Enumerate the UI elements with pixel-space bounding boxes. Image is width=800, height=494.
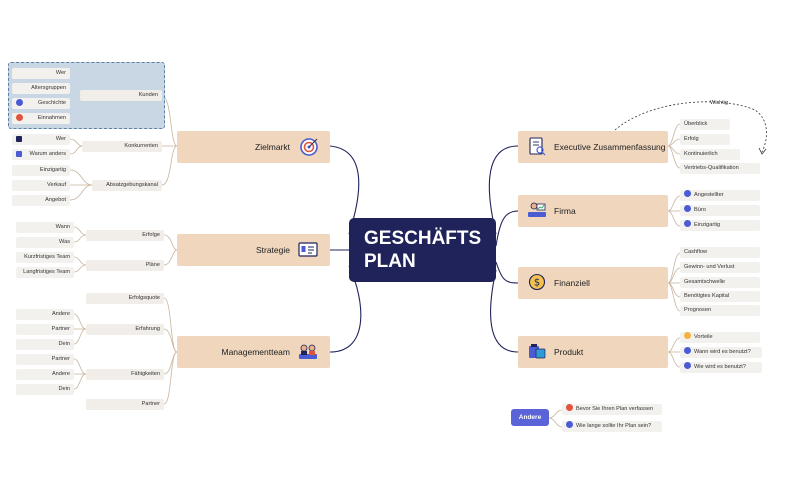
star-icon: [684, 332, 691, 340]
question-icon: [684, 362, 691, 370]
info-icon: [16, 99, 23, 106]
leaf-konkurrenten-warum-label: Warum anders: [29, 151, 66, 157]
question-icon: [16, 150, 22, 157]
floating-topic-andere[interactable]: Andere: [511, 409, 549, 426]
leaf-finanz-gewinn[interactable]: Gewinn- und Verlust: [680, 262, 760, 273]
leaf-produkt-wann[interactable]: Wann wird es benutzt?: [680, 347, 762, 358]
leaf-erfahrung-dein[interactable]: Dein: [16, 339, 74, 350]
topic-produkt-label: Produkt: [554, 347, 584, 357]
topic-executive-zusammenfassung[interactable]: Executive Zusammenfassung: [518, 131, 668, 163]
leaf-konkurrenten-warum[interactable]: Warum anders: [12, 149, 70, 160]
leaf-executive-erfolg[interactable]: Erfolg: [680, 134, 730, 145]
strategy-board-icon: [298, 242, 318, 257]
topic-strategie-label: Strategie: [255, 245, 290, 255]
svg-text:$: $: [534, 278, 540, 289]
leaf-firma-einzigartig-label: Einzigartig: [694, 222, 721, 228]
sub-erfolge[interactable]: Erfolge: [86, 230, 164, 241]
leaf-absatz-verkauf[interactable]: Verkauf: [12, 180, 70, 191]
central-topic-line-1: GESCHÄFTS: [364, 228, 482, 249]
leaf-produkt-wie[interactable]: Wie wird es benutzt?: [680, 362, 762, 373]
question-icon: [684, 347, 691, 355]
topic-zielmarkt-label: Zielmarkt: [255, 142, 290, 152]
leaf-finanz-kapital[interactable]: Benötigtes Kapital: [680, 291, 760, 302]
leaf-finanz-gesamtschwelle[interactable]: Gesamtschwelle: [680, 277, 760, 288]
leaf-executive-vertrieb[interactable]: Vertriebs-Qualifikation: [680, 163, 760, 174]
sub-konkurrenten[interactable]: Konkurrenten: [82, 141, 162, 152]
topic-firma[interactable]: Firma: [518, 195, 668, 227]
info-icon: [684, 190, 691, 198]
leaf-produkt-wie-label: Wie wird es benutzt?: [694, 364, 746, 370]
alert-icon: [566, 404, 573, 412]
info-icon: [684, 220, 691, 228]
leaf-plaene-kurzfristig[interactable]: Kurzfristiges Team: [16, 252, 74, 263]
leaf-faehigkeiten-partner[interactable]: Partner: [16, 354, 74, 365]
leaf-erfolge-wann[interactable]: Wann: [16, 222, 74, 233]
leaf-erfolge-was[interactable]: Was: [16, 237, 74, 248]
leaf-kunden-wer[interactable]: Wer: [12, 68, 70, 79]
coin-icon: $: [528, 273, 546, 291]
target-icon: [300, 138, 318, 156]
central-topic-line-2: PLAN: [364, 251, 416, 272]
leaf-firma-buero-label: Büro: [694, 207, 706, 213]
topic-executive-label: Executive Zusammenfassung: [554, 142, 666, 152]
leaf-absatz-angebot[interactable]: Angebot: [12, 195, 70, 206]
info-icon: [684, 205, 691, 213]
product-icon: [529, 344, 546, 359]
leaf-andere-bevor[interactable]: Bevor Sie Ihren Plan verfassen: [562, 404, 662, 415]
sub-kunden[interactable]: Kunden: [80, 90, 162, 101]
leaf-kunden-altersgruppen[interactable]: Altersgruppen: [12, 83, 70, 94]
leaf-andere-bevor-label: Bevor Sie Ihren Plan verfassen: [576, 406, 654, 412]
leaf-kunden-einnahmen[interactable]: Einnahmen: [12, 113, 70, 124]
leaf-erfahrung-andere[interactable]: Andere: [16, 309, 74, 320]
company-icon: [528, 202, 546, 217]
leaf-finanz-prognosen[interactable]: Prognosen: [680, 305, 760, 316]
leaf-firma-buero[interactable]: Büro: [680, 205, 760, 216]
sub-plaene[interactable]: Pläne: [86, 260, 164, 271]
team-icon: [299, 344, 317, 359]
leaf-erfahrung-partner[interactable]: Partner: [16, 324, 74, 335]
sub-erfolgsquote[interactable]: Erfolgsquote: [86, 293, 164, 304]
leaf-konkurrenten-wer[interactable]: Wer: [12, 134, 70, 145]
topic-finanziell-label: Finanziell: [554, 278, 590, 288]
topic-firma-label: Firma: [554, 206, 576, 216]
leaf-produkt-vorteile-label: Vorteile: [694, 334, 713, 340]
central-topic[interactable]: GESCHÄFTS PLAN: [349, 218, 496, 282]
leaf-kunden-geschichte-label: Geschichte: [38, 100, 66, 106]
document-icon: [529, 137, 546, 156]
alert-icon: [16, 114, 23, 121]
sub-partner[interactable]: Partner: [86, 399, 164, 410]
leaf-andere-wie-lange-label: Wie lange sollte Ihr Plan sein?: [576, 423, 652, 429]
leaf-finanz-cashflow[interactable]: Cashflow: [680, 247, 760, 258]
sub-erfahrung[interactable]: Erfahrung: [86, 324, 164, 335]
leaf-executive-kontinuierlich[interactable]: Kontinuierlich: [680, 149, 740, 160]
leaf-executive-ueberblick[interactable]: Überblick: [680, 119, 730, 130]
leaf-plaene-langfristig[interactable]: Langfristiges Team: [16, 267, 74, 278]
topic-managementteam-label: Managementteam: [221, 347, 290, 357]
sub-faehigkeiten[interactable]: Fähigkeiten: [86, 369, 164, 380]
leaf-kunden-geschichte[interactable]: Geschichte: [12, 98, 70, 109]
leaf-faehigkeiten-andere[interactable]: Andere: [16, 369, 74, 380]
leaf-konkurrenten-wer-label: Wer: [55, 136, 66, 142]
leaf-firma-angestellter[interactable]: Angestellter: [680, 190, 760, 201]
leaf-absatz-einzigartig[interactable]: Einzigartig: [12, 165, 70, 176]
sub-absatzgebungskanal[interactable]: Absatzgebungskanal: [92, 180, 162, 191]
leaf-firma-einzigartig[interactable]: Einzigartig: [680, 220, 760, 231]
leaf-kunden-einnahmen-label: Einnahmen: [37, 115, 66, 121]
relation-label-wichtig[interactable]: Wichtig: [710, 100, 729, 106]
leaf-firma-angestellter-label: Angestellter: [694, 192, 724, 198]
leaf-produkt-wann-label: Wann wird es benutzt?: [694, 349, 751, 355]
question-icon: [566, 421, 573, 429]
leaf-produkt-vorteile[interactable]: Vorteile: [680, 332, 760, 343]
leaf-andere-wie-lange[interactable]: Wie lange sollte Ihr Plan sein?: [562, 421, 662, 432]
square-icon: [16, 135, 22, 142]
leaf-faehigkeiten-dein[interactable]: Dein: [16, 384, 74, 395]
